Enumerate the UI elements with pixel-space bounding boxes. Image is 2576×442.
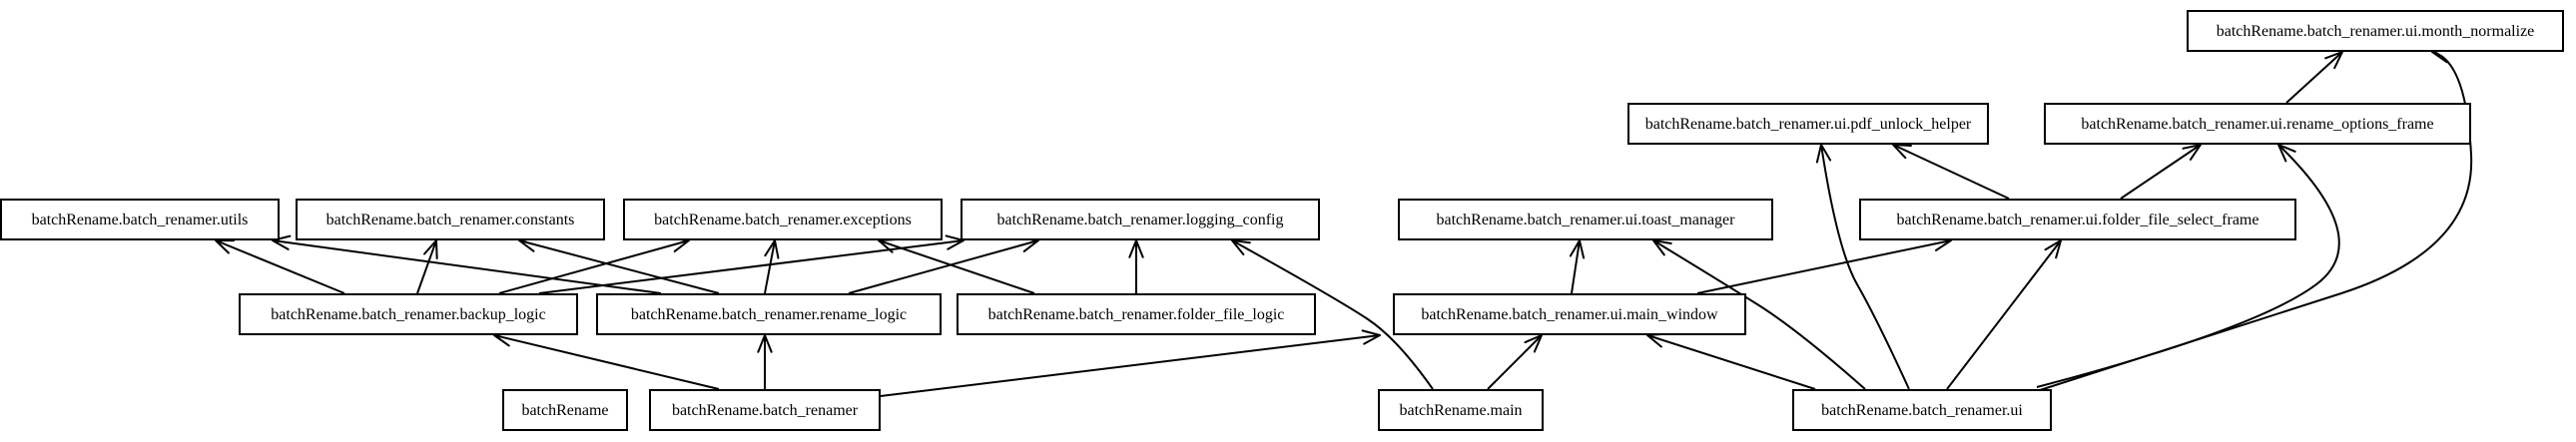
node-box: [596, 293, 942, 335]
node-box: [502, 389, 628, 431]
node-box: [1378, 389, 1544, 431]
edge-main_window-to-toast_manager: [1569, 239, 1586, 294]
edge-rename_logic-to-exceptions: [764, 239, 780, 294]
node-box: [1859, 199, 2296, 240]
node-box: [649, 389, 881, 431]
node-label: batchRename: [521, 402, 608, 419]
node-main-window: batchRename.batch_renamer.ui.main_window: [1393, 293, 1746, 335]
edge-line: [1892, 144, 2010, 200]
edge-line: [1946, 239, 2062, 390]
node-label: batchRename.batch_renamer.rename_logic: [631, 306, 907, 323]
edge-line: [2120, 144, 2202, 200]
edge-batch_renamer-to-backup_logic: [493, 331, 720, 390]
edge-rename_logic-to-constants: [518, 236, 720, 294]
edge-line: [498, 239, 690, 294]
node-label: batchRename.batch_renamer.exceptions: [654, 212, 912, 228]
node-box: [2044, 103, 2471, 145]
edge-line: [416, 239, 437, 294]
node-label: batchRename.batch_renamer.backup_logic: [271, 306, 545, 323]
edge-batch_renamer-to-rename_logic: [757, 334, 773, 389]
node-rename-options-frame: batchRename.batch_renamer.ui.rename_opti…: [2044, 103, 2471, 145]
node-batchRename: batchRename: [502, 389, 628, 431]
edge-main-to-main_window: [1487, 334, 1543, 390]
node-box: [1393, 293, 1746, 335]
node-label: batchRename.batch_renamer.utils: [32, 212, 249, 228]
node-batch-renamer: batchRename.batch_renamer: [649, 389, 881, 431]
node-label: batchRename.batch_renamer.folder_file_lo…: [988, 306, 1285, 323]
node-box: [1627, 103, 1989, 145]
edge-line: [878, 239, 1035, 294]
node-folder-file-select-frame: batchRename.batch_renamer.ui.folder_file…: [1859, 199, 2296, 240]
edge-ui-to-folder_file_select_frame: [1946, 239, 2062, 390]
node-label: batchRename.batch_renamer.ui.month_norma…: [2217, 23, 2535, 40]
node-main: batchRename.main: [1378, 389, 1544, 431]
edge-line: [848, 239, 1039, 294]
node-box: [0, 199, 280, 240]
edge-line: [1696, 239, 1952, 294]
edge-folder_file_logic-to-logging_config: [1128, 239, 1144, 293]
edge-batch_renamer-to-main_window: [880, 329, 1381, 397]
node-pdf-unlock-helper: batchRename.batch_renamer.ui.pdf_unlock_…: [1627, 103, 1989, 145]
node-label: batchRename.batch_renamer: [672, 402, 859, 419]
node-ui: batchRename.batch_renamer.ui: [1792, 389, 2052, 431]
node-toast-manager: batchRename.batch_renamer.ui.toast_manag…: [1398, 199, 1773, 240]
arrowhead-icon: [1231, 239, 1251, 255]
node-label: batchRename.batch_renamer.ui.main_window: [1421, 306, 1718, 323]
edge-line: [1231, 239, 1434, 390]
node-utils: batchRename.batch_renamer.utils: [0, 199, 280, 240]
node-box: [296, 199, 605, 240]
edge-line: [1487, 334, 1543, 390]
edge-folder_file_select_frame-to-rename_options_frame: [2120, 144, 2202, 200]
edge-rename_options_frame-to-month_normalize: [2285, 51, 2343, 104]
edge-line: [764, 239, 776, 294]
edge-backup_logic-to-constants: [416, 239, 438, 294]
node-label: batchRename.batch_renamer.ui.rename_opti…: [2081, 116, 2433, 133]
edge-line: [493, 334, 720, 390]
node-label: batchRename.batch_renamer.ui.pdf_unlock_…: [1645, 116, 1972, 133]
edge-ui-to-pdf_unlock_helper: [1815, 144, 1910, 390]
node-box: [239, 293, 578, 335]
node-month-normalize: batchRename.batch_renamer.ui.month_norma…: [2187, 10, 2564, 52]
node-box: [2187, 10, 2564, 52]
node-box: [961, 199, 1320, 240]
edge-line: [880, 334, 1381, 397]
arrowhead-icon: [1652, 239, 1672, 256]
nodes-layer: batchRename.batch_renamer.ui.month_norma…: [0, 10, 2564, 431]
node-folder-file-logic: batchRename.batch_renamer.folder_file_lo…: [957, 293, 1316, 335]
edge-line: [1646, 334, 1816, 390]
node-label: batchRename.main: [1399, 402, 1522, 419]
node-label: batchRename.batch_renamer.ui.folder_file…: [1897, 212, 2259, 228]
edge-ui-to-main_window: [1646, 332, 1816, 390]
edges-layer: [215, 48, 2473, 397]
node-backup-logic: batchRename.batch_renamer.backup_logic: [239, 293, 578, 335]
arrowhead-icon: [2182, 144, 2202, 161]
node-label: batchRename.batch_renamer.logging_config: [996, 212, 1283, 228]
node-logging-config: batchRename.batch_renamer.logging_config: [961, 199, 1320, 240]
edge-ui-to-rename_options_frame: [2036, 144, 2340, 388]
edge-line: [1820, 144, 1910, 390]
edge-main_window-to-folder_file_select_frame: [1696, 235, 1952, 294]
edge-line: [1652, 239, 1866, 390]
node-box: [623, 199, 943, 240]
node-label: batchRename.batch_renamer.ui: [1821, 402, 2023, 419]
node-label: batchRename.batch_renamer.constants: [326, 212, 575, 228]
node-box: [1792, 389, 2052, 431]
edge-line: [272, 239, 662, 294]
edge-folder_file_select_frame-to-pdf_unlock_helper: [1892, 144, 2010, 200]
node-exceptions: batchRename.batch_renamer.exceptions: [623, 199, 943, 240]
edge-line: [2285, 51, 2343, 104]
edge-line: [538, 239, 965, 294]
edge-line: [518, 239, 720, 294]
edge-line: [215, 239, 345, 294]
edge-line: [1571, 239, 1581, 294]
node-rename-logic: batchRename.batch_renamer.rename_logic: [596, 293, 942, 335]
node-box: [957, 293, 1316, 335]
arrowhead-icon: [1361, 329, 1381, 345]
node-constants: batchRename.batch_renamer.constants: [296, 199, 605, 240]
node-label: batchRename.batch_renamer.ui.toast_manag…: [1437, 212, 1736, 228]
node-box: [1398, 199, 1773, 240]
edge-line: [2036, 144, 2340, 388]
